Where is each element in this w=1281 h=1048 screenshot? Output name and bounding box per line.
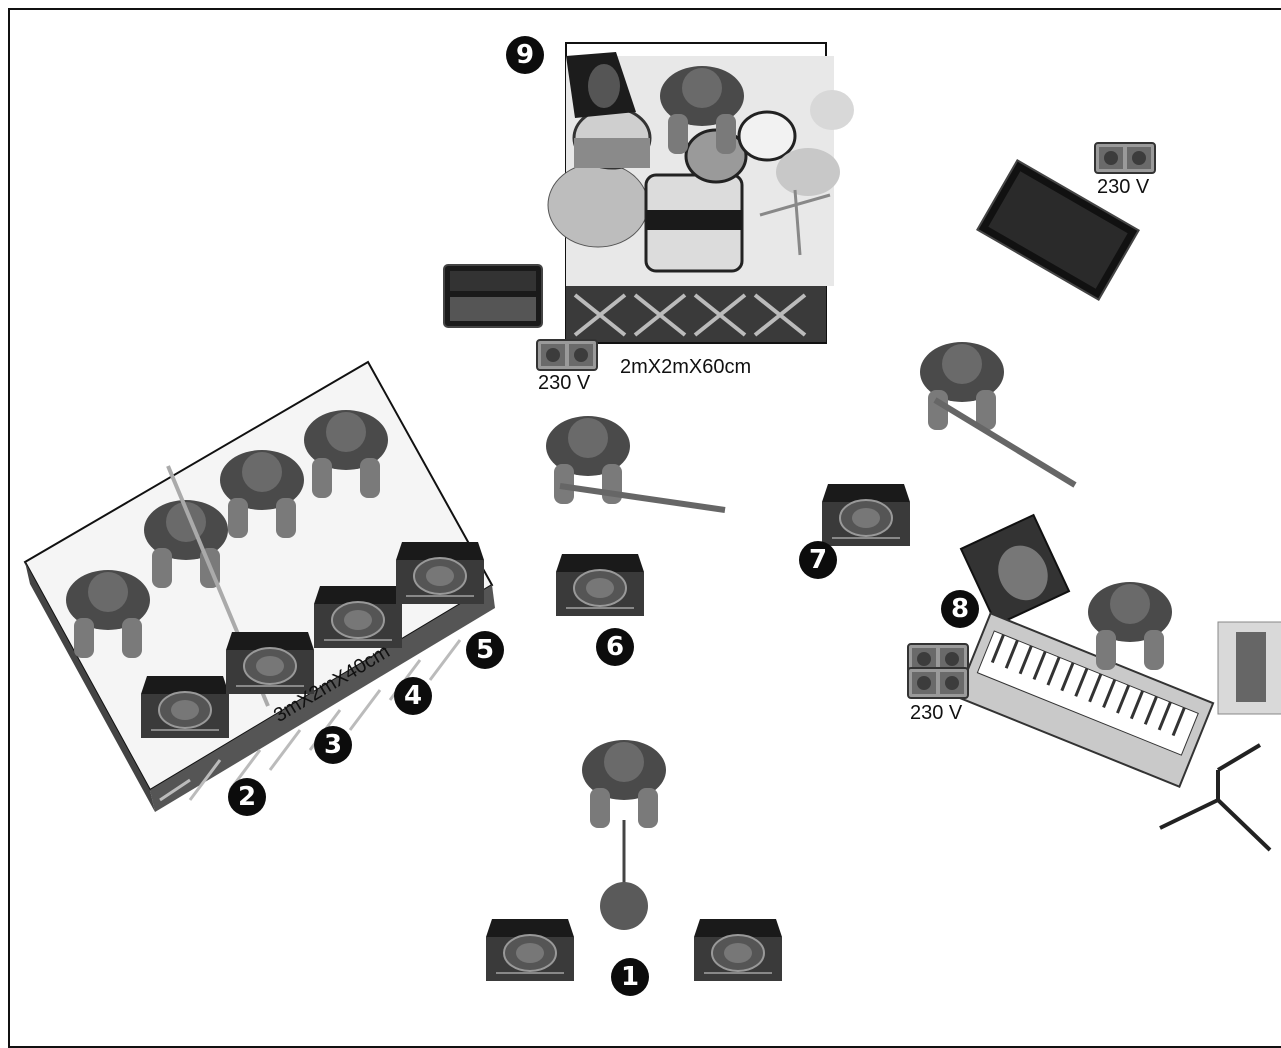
mic-base-icon [600,882,648,930]
keyboardist-figure-icon [1088,582,1172,670]
monitor-2-icon [140,675,230,739]
power-socket-keys-bottom-icon [907,667,969,699]
marker-7: 7 [799,541,837,579]
marker-5: 5 [466,631,504,669]
guitar-amp-icon [443,264,543,328]
drum-monitor-icon [566,52,636,118]
laptop-icon [1217,621,1281,715]
marker-8: 8 [941,590,979,628]
power-socket-drums-icon [536,339,598,371]
bass-amp-icon [976,158,1140,302]
monitor-1-right-icon [693,918,783,982]
monitor-6-icon [555,553,645,617]
marker-2: 2 [228,778,266,816]
monitor-3-icon [225,631,315,695]
marker-6: 6 [596,628,634,666]
mic-stand-icon [1159,743,1272,852]
marker-4: 4 [394,677,432,715]
monitor-5-icon [395,541,485,605]
power-label-bass: 230 V [1097,176,1150,198]
bass-guitar-icon [933,397,1077,488]
monitor-4-icon [313,585,403,649]
power-label-keys: 230 V [910,702,963,724]
marker-3: 3 [314,726,352,764]
guitar-icon [559,483,726,513]
monitor-7-icon [821,483,911,547]
marker-9: 9 [506,36,544,74]
drum-kit-icon [547,90,854,273]
marker-1: 1 [611,958,649,996]
monitor-1-left-icon [485,918,575,982]
keyboard-monitor-icon [959,513,1071,627]
lead-vocalist-figure-icon [582,740,666,828]
drum-riser-label: 2mX2mX60cm [620,356,752,378]
power-socket-bass-amp-icon [1094,142,1156,174]
keyboard-icon [955,612,1215,788]
power-label-drums: 230 V [538,372,591,394]
